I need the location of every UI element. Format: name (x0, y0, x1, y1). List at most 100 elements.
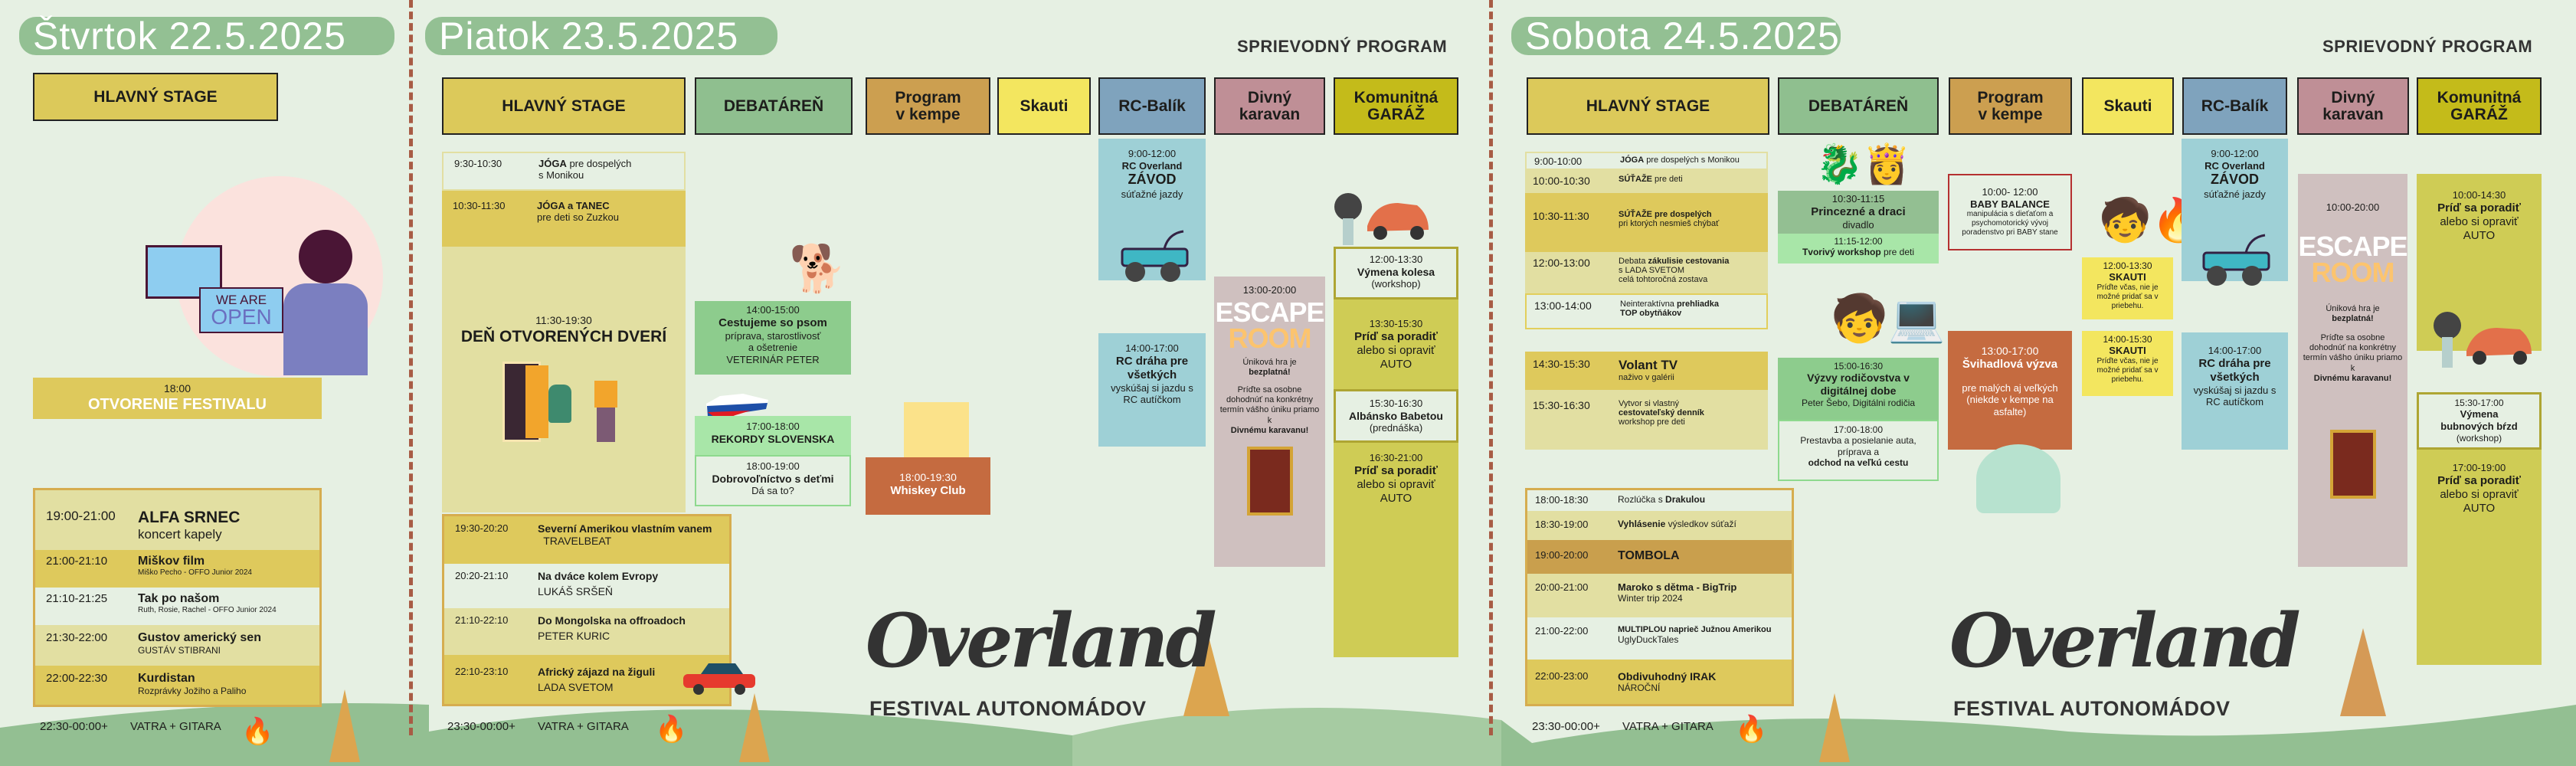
header-skauti: Skauti (997, 77, 1091, 135)
car-repair-illustration (1334, 193, 1429, 245)
sign-text: WE ARE (215, 293, 267, 307)
campfire-icon: 🔥 (1735, 715, 1768, 744)
tree-icon (1819, 693, 1850, 762)
sign-text: OPEN (211, 305, 272, 329)
event-time: 18:00 (163, 382, 191, 394)
header-main-stage: HLAVNÝ STAGE (33, 73, 278, 121)
whiskey-illustration (904, 402, 969, 463)
dog-illustration: 🐕 (789, 243, 846, 294)
event-open-day: 11:30-19:30 DEŇ OTVORENÝCH DVERÍ (442, 247, 686, 512)
header-main-stage: HLAVNÝ STAGE (1527, 77, 1769, 135)
campfire-row: 22:30-00:00+VATRA + GITARA (40, 720, 221, 733)
day-separator (1489, 0, 1493, 735)
header-karavan: Divný karavan (2297, 77, 2409, 135)
open-door-illustration (495, 361, 633, 446)
day-separator (409, 0, 413, 735)
header-kemp: Program v kempe (1949, 77, 2072, 135)
rc-truck-icon (2202, 234, 2270, 286)
side-program-label: SPRIEVODNÝ PROGRAM (1237, 37, 1448, 56)
header-garaz: Komunitná GARÁŽ (2417, 77, 2542, 135)
red-car-icon (683, 663, 755, 695)
jump-rope-illustration (1976, 444, 2060, 513)
header-debatar: DEBATÁREŇ (1778, 77, 1939, 135)
header-rc: RC-Balík (1098, 77, 1206, 135)
header-garaz: Komunitná GARÁŽ (1334, 77, 1458, 135)
tree-icon (329, 689, 360, 762)
locked-door-illustration (2329, 429, 2376, 499)
festival-subtitle: FESTIVAL AUTONOMÁDOV (1953, 697, 2231, 720)
campfire-row: 23:30-00:00+VATRA + GITARA (447, 720, 629, 733)
rc-truck-icon (1121, 230, 1189, 282)
tree-icon (1183, 628, 1229, 716)
event-title: OTVORENIE FESTIVALU (88, 395, 267, 413)
campfire-icon: 🔥 (241, 717, 274, 746)
header-skauti: Skauti (2082, 77, 2174, 135)
header-karavan: Divný karavan (1214, 77, 1325, 135)
ground-hills (0, 703, 2576, 766)
garaz-column-bg (1334, 300, 1458, 657)
header-main-stage: HLAVNÝ STAGE (442, 77, 686, 135)
header-debatar: DEBATÁREŇ (695, 77, 853, 135)
header-kemp: Program v kempe (866, 77, 990, 135)
dragon-princess-illustration: 🐉👸 (1815, 142, 1911, 185)
campfire-icon: 🔥 (655, 715, 688, 744)
overland-logo: Overland (866, 597, 1217, 684)
side-program-label: SPRIEVODNÝ PROGRAM (2322, 37, 2533, 56)
festival-subtitle: FESTIVAL AUTONOMÁDOV (869, 697, 1147, 720)
locked-door-illustration (1246, 446, 1293, 516)
tree-icon (739, 693, 770, 762)
we-are-open-illustration: WE ARE OPEN (130, 176, 383, 377)
day-title-thursday: Štvrtok 22.5.2025 (19, 17, 394, 55)
tree-icon (2340, 628, 2386, 716)
event-opening: 18:00 OTVORENIE FESTIVALU (33, 378, 322, 419)
day-title-friday: Piatok 23.5.2025 (425, 17, 777, 55)
